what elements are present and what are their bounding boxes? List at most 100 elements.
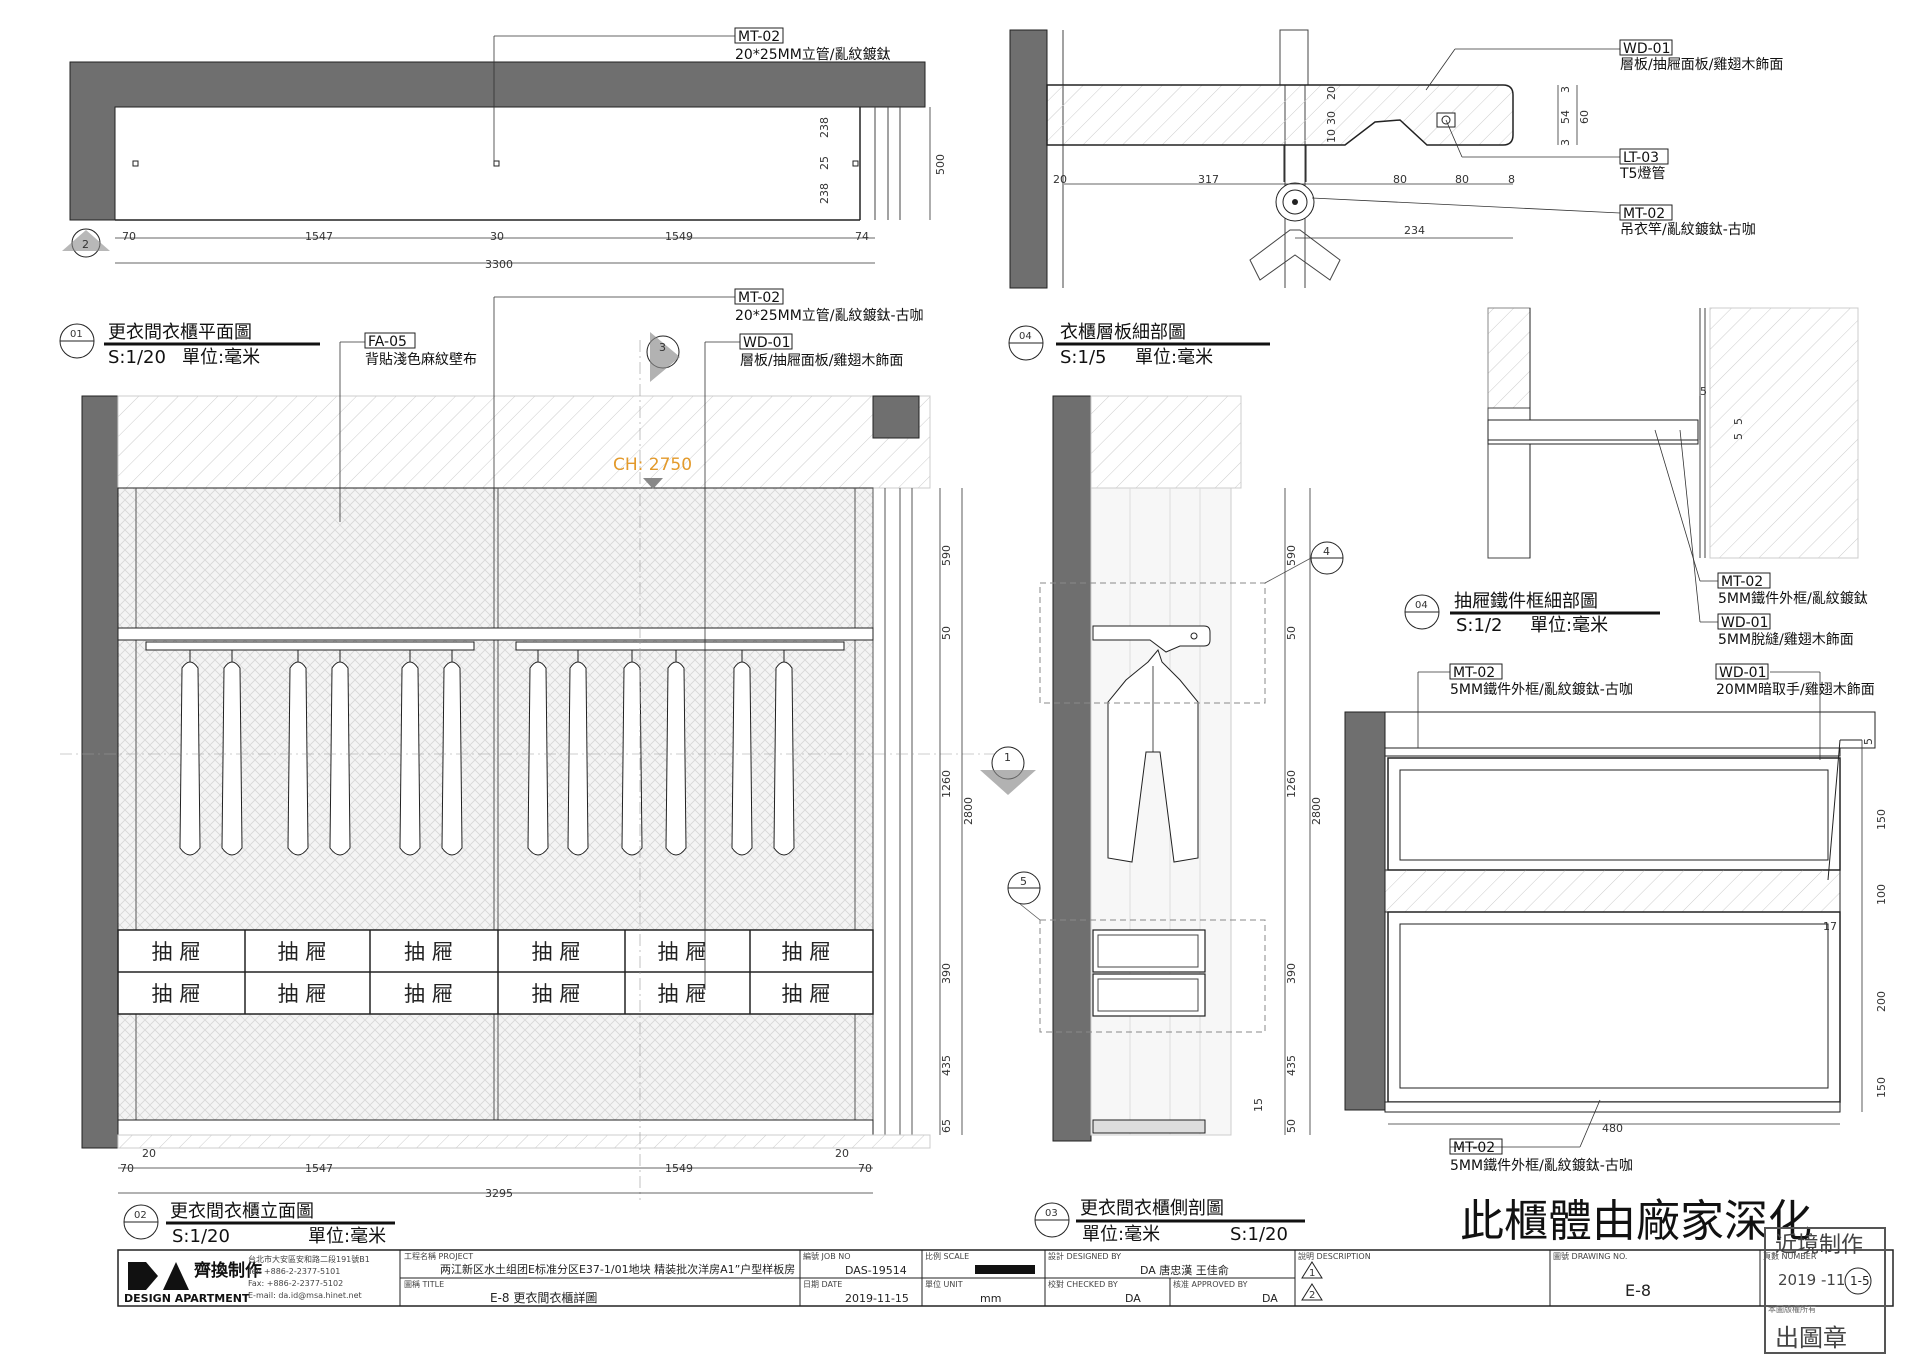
detail-dim-k: 60 (1578, 110, 1591, 124)
detail-dim-f: 234 (1404, 224, 1425, 237)
drawer-label: 抽 屜 (532, 940, 581, 964)
v02-num: 02 (134, 1210, 147, 1221)
v01-num: 01 (70, 329, 83, 340)
callout-mt02-d2-desc: 5MM鐵件外框/亂紋鍍鈦-古咖 (1450, 681, 1633, 698)
side-bubble-5: 5 (1020, 875, 1027, 888)
drawing-value: E-8 (1625, 1281, 1651, 1300)
elev-dim-v5: 435 (940, 1055, 953, 1076)
side-dim-vt: 2800 (1310, 797, 1323, 825)
callout-wd01-d1-code: WD-01 (1721, 615, 1769, 631)
dd-dim-j: 5 (1862, 738, 1875, 745)
garment (399, 661, 421, 856)
detail-dim-b: 317 (1198, 173, 1219, 186)
checked-value: DA (1125, 1292, 1141, 1305)
side-dim-v6: 15 (1252, 1098, 1265, 1112)
elev-dim-v6: 65 (940, 1119, 953, 1133)
drawer-label: 抽 屜 (404, 982, 453, 1006)
drawer-label: 抽 屜 (152, 982, 201, 1006)
dd-dim-f: 150 (1875, 809, 1888, 830)
approval-stamp (1764, 1227, 1886, 1354)
v04a-title: 衣櫃層板細部圖 (1060, 322, 1186, 343)
drawer-grid: 抽 屜抽 屜抽 屜抽 屜抽 屜抽 屜抽 屜抽 屜抽 屜抽 屜抽 屜抽 屜 (152, 930, 831, 1014)
plan-dim-e: 74 (855, 230, 869, 243)
v04a-unit: 單位:毫米 (1135, 347, 1213, 368)
logo-cn: 齊換制作 (193, 1260, 262, 1281)
elev-dim-e: 20 (835, 1147, 849, 1160)
elev-dim-v2: 50 (940, 626, 953, 640)
v03-num: 03 (1045, 1208, 1058, 1219)
callout-wd01-d2-code: WD-01 (1719, 665, 1767, 681)
v04b-title: 抽屜鐵件框細部圖 (1454, 591, 1598, 612)
callout-fa05-desc: 背貼淺色麻紋壁布 (365, 351, 477, 368)
drawer-label: 抽 屜 (532, 982, 581, 1006)
stamp-top: 近境制作 (1775, 1233, 1863, 1258)
garment (665, 661, 687, 856)
side-dim-v5: 435 (1285, 1055, 1298, 1076)
v01-title: 更衣間衣櫃平面圖 (108, 322, 252, 343)
garment (179, 661, 201, 856)
drawing-label: 圖號 DRAWING NO. (1553, 1251, 1627, 1261)
title-block: 齊換制作 DESIGN APARTMENT 台北市大安區安和路二段191號B1 … (117, 1227, 1894, 1354)
detail-dim-d: 80 (1455, 173, 1469, 186)
elev-dim-total: 3295 (485, 1187, 513, 1200)
checked-label: 校對 CHECKED BY (1048, 1279, 1118, 1289)
designed-label: 設計 DESIGNED BY (1048, 1251, 1121, 1261)
approved-label: 核准 APPROVED BY (1173, 1279, 1248, 1289)
drawer-label: 抽 屜 (782, 982, 831, 1006)
elev-dim-c: 20 (142, 1147, 156, 1160)
title-label: 圖稱 TITLE (404, 1279, 444, 1289)
v03-title: 更衣間衣櫃側剖圖 (1080, 1198, 1224, 1219)
callout-mt02-d2-code: MT-02 (1453, 665, 1495, 681)
approved-value: DA (1262, 1292, 1278, 1305)
drawer-label: 抽 屜 (152, 940, 201, 964)
dd-dim-c: 5 (1732, 418, 1745, 425)
v03-unit: 單位:毫米 (1082, 1224, 1160, 1245)
callout-wd01-tr-code: WD-01 (1623, 41, 1671, 57)
v02-unit: 單位:毫米 (308, 1226, 386, 1247)
dd-dim-h: 200 (1875, 991, 1888, 1012)
plan-bubble-2: 2 (82, 238, 89, 251)
detail-dim-e: 8 (1508, 173, 1515, 186)
v02-scale: S:1/20 (172, 1226, 230, 1247)
plan-dim-h2: 25 (818, 156, 831, 170)
job-value: DAS-19514 (845, 1264, 907, 1277)
callout-lt03-desc: T5燈管 (1619, 166, 1665, 182)
rev-2: 2 (1309, 1290, 1315, 1301)
side-dim-v7: 50 (1285, 1119, 1298, 1133)
side-dim-v4: 390 (1285, 963, 1298, 984)
v01-unit: 單位:毫米 (182, 347, 260, 368)
callout-mt02-tr-code: MT-02 (1623, 206, 1665, 222)
callout-mt02-d1-desc: 5MM鐵件外框/亂紋鍍鈦 (1718, 590, 1868, 607)
stamp-note: 本圖版權所有 (1768, 1304, 1816, 1314)
callout-mt02-top-code: MT-02 (738, 29, 780, 45)
plan-dim-h4: 500 (934, 154, 947, 175)
shelf-detail-view: 20 317 80 80 8 234 20 30 10 54 60 3 3 WD… (1008, 29, 1783, 368)
project-label: 工程名稱 PROJECT (404, 1251, 473, 1261)
plan-dim-a: 70 (122, 230, 136, 243)
drawer-frame-detail-view: 5 5 5 MT-02 5MM鐵件外框/亂紋鍍鈦 WD-01 5MM脫縫/雞翅木… (1344, 307, 1888, 1174)
callout-fa05-code: FA-05 (368, 334, 407, 350)
callout-mt02-mid-desc: 20*25MM立管/亂紋鍍鈦-古咖 (735, 307, 924, 324)
dd-dim-i: 150 (1875, 1077, 1888, 1098)
v03-scale: S:1/20 (1230, 1224, 1288, 1245)
plan-dim-b: 1547 (305, 230, 333, 243)
v04b-num: 04 (1415, 600, 1428, 611)
plan-view: 70 1547 30 1549 74 3300 238 25 238 500 2… (59, 27, 947, 368)
ceiling-height: CH: 2750 (613, 455, 692, 475)
dd-dim-e: 17 (1823, 920, 1837, 933)
scale-label: 比例 SCALE (925, 1251, 969, 1261)
callout-mt02-tr-desc: 吊衣竿/亂紋鍍鈦-古咖 (1620, 221, 1756, 238)
garment (441, 661, 463, 856)
detail-dim-j: 54 (1559, 110, 1572, 124)
side-section-view: 4 5 590 50 1260 390 435 15 50 2800 03 更衣… (1007, 395, 1344, 1245)
project-value: 两江新区水土组团E标准分区E37-1/01地块 精装批次洋房A1”户型样板房 (440, 1262, 795, 1276)
garment (287, 661, 309, 856)
plan-dim-c: 30 (490, 230, 504, 243)
elev-dim-vt: 2800 (962, 797, 975, 825)
designed-value: DA 唐忠漢 王佳俞 (1140, 1263, 1229, 1277)
callout-mt02-mid-code: MT-02 (738, 290, 780, 306)
plan-dim-d: 1549 (665, 230, 693, 243)
rev-1: 1 (1309, 1268, 1315, 1279)
v04b-scale: S:1/2 (1456, 615, 1502, 636)
garment (527, 661, 549, 856)
